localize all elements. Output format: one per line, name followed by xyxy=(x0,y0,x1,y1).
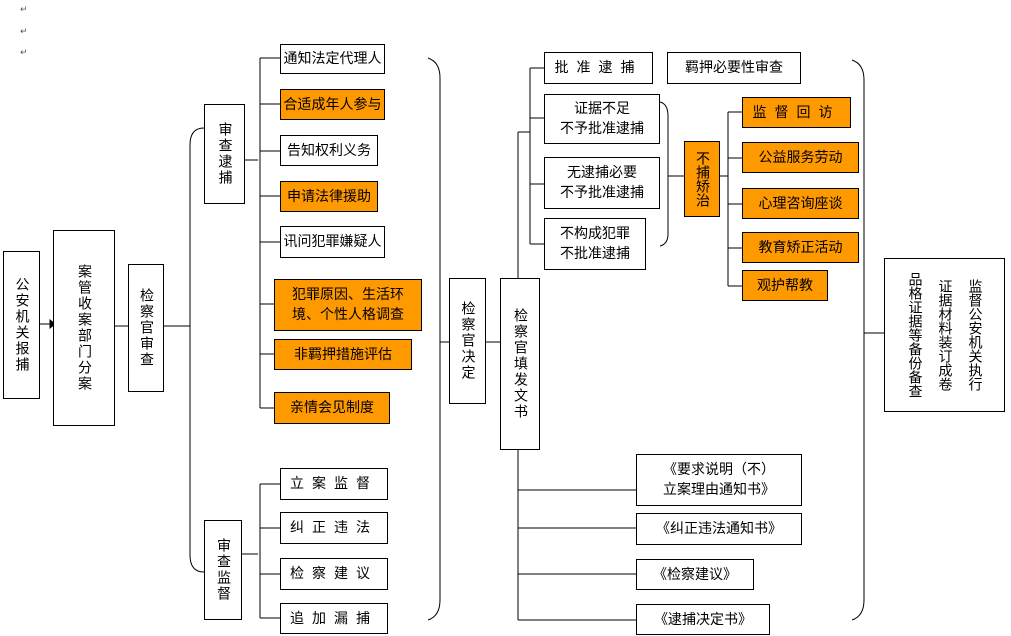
custody-assistance-box: 观护帮教 xyxy=(742,270,828,301)
background-investigation-box: 犯罪原因、生活环 境、个性人格调查 xyxy=(274,279,422,331)
supervision-revisit-box: 监督回访 xyxy=(742,97,851,128)
review-supervision-box: 审查监督 xyxy=(204,520,242,620)
education-correction-box: 教育矫正活动 xyxy=(742,232,859,263)
public-service-labor-box: 公益服务劳动 xyxy=(742,142,859,173)
inform-rights-box: 告知权利义务 xyxy=(280,135,378,166)
non-custody-evaluation-box: 非羁押措施评估 xyxy=(274,339,412,370)
paragraph-mark: ↵ xyxy=(20,27,28,37)
approve-arrest-box: 批准逮捕 xyxy=(544,52,653,84)
psych-counseling-box: 心理咨询座谈 xyxy=(742,188,859,219)
final-line: 品格证据等备份备查 xyxy=(906,272,923,398)
prosecutor-decision-box: 检察官决定 xyxy=(449,278,486,404)
final-actions-box: 监督公安机关执行 证据材料装订成卷 品格证据等备份备查 xyxy=(884,258,1005,412)
case-filing-notice-doc: 《要求说明（不） 立案理由通知书》 xyxy=(636,454,802,506)
final-line: 监督公安机关执行 xyxy=(966,279,983,391)
additional-arrest-box: 追加漏捕 xyxy=(280,603,388,634)
family-visit-box: 亲情会见制度 xyxy=(274,392,390,424)
prosecutor-review-box: 检察官审查 xyxy=(128,264,164,392)
arrest-decision-doc: 《逮捕决定书》 xyxy=(636,604,770,635)
detention-necessity-review-box: 羁押必要性审查 xyxy=(667,52,801,84)
notify-guardian-box: 通知法定代理人 xyxy=(280,44,385,74)
final-line: 证据材料装订成卷 xyxy=(936,279,953,391)
paragraph-mark: ↵ xyxy=(20,48,28,58)
legal-aid-box: 申请法律援助 xyxy=(280,181,378,212)
issue-documents-box: 检察官填发文书 xyxy=(500,278,540,450)
insufficient-evidence-box: 证据不足 不予批准逮捕 xyxy=(544,94,660,144)
review-arrest-box: 审查逮捕 xyxy=(204,104,245,204)
case-dept-box: 案管收案部门分案 xyxy=(53,230,115,426)
case-filing-supervision-box: 立案监督 xyxy=(280,468,388,500)
paragraph-mark: ↵ xyxy=(20,5,28,15)
no-necessity-box: 无逮捕必要 不予批准逮捕 xyxy=(544,157,660,209)
procuratorial-suggestion-box: 检察建议 xyxy=(280,558,388,590)
suggestion-doc: 《检察建议》 xyxy=(636,559,754,590)
police-report-box: 公安机关报捕 xyxy=(3,251,40,399)
adult-participation-box: 合适成年人参与 xyxy=(280,89,385,120)
interrogate-suspect-box: 讯问犯罪嫌疑人 xyxy=(280,226,385,258)
no-crime-box: 不构成犯罪 不批准逮捕 xyxy=(544,218,646,270)
non-arrest-correction-box: 不捕矫治 xyxy=(684,141,720,217)
correct-violation-box: 纠正违法 xyxy=(280,512,388,544)
correction-notice-doc: 《纠正违法通知书》 xyxy=(636,513,802,545)
